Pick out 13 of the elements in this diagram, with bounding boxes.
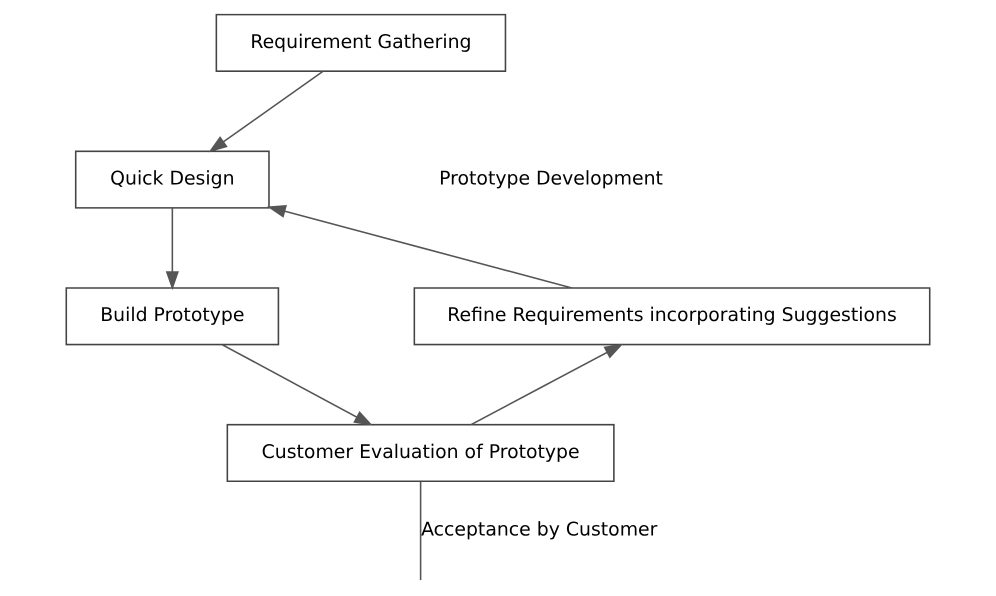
connector <box>420 482 422 580</box>
arrow <box>208 70 324 152</box>
edge-label: Acceptance by Customer <box>421 520 658 541</box>
node-box: Requirement Gathering <box>216 14 506 72</box>
node-box: Refine Requirements incorporating Suggestions <box>414 287 930 346</box>
arrow <box>470 344 624 426</box>
node-box: Customer Evaluation of Prototype <box>226 424 615 482</box>
node-box: Build Prototype <box>66 287 280 346</box>
arrow <box>222 344 373 426</box>
arrow <box>266 204 572 289</box>
arrow <box>166 208 179 290</box>
label: Prototype Development <box>439 168 663 190</box>
node-box: Quick Design <box>74 150 270 209</box>
